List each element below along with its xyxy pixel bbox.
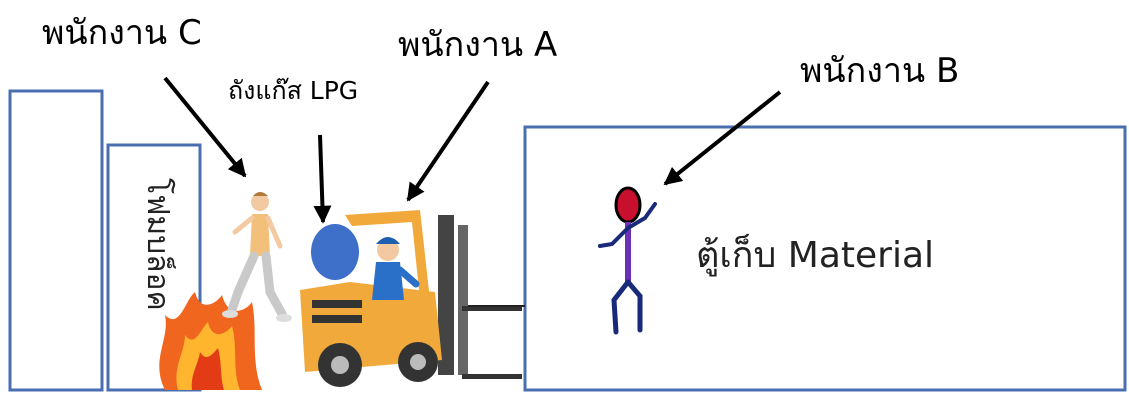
label-foam-block: โฟมบล็อค xyxy=(140,178,175,311)
worker-c-figure xyxy=(222,192,292,322)
lpg-tank xyxy=(311,224,359,280)
left-tall-block xyxy=(8,89,104,392)
label-worker-b: พนักงาน B xyxy=(800,51,960,91)
label-worker-a: พนักงาน A xyxy=(398,25,558,65)
label-lpg-tank: ถังแก๊ส LPG xyxy=(228,76,359,105)
arrow-worker-b xyxy=(663,90,782,186)
fire-icon xyxy=(159,292,262,390)
arrow-worker-a xyxy=(406,80,490,202)
arrow-lpg-tank xyxy=(313,134,332,224)
label-cabinet: ตู้เก็บ Material xyxy=(696,235,935,276)
forklift xyxy=(300,210,522,387)
label-worker-c: พนักงาน C xyxy=(42,13,202,53)
arrow-worker-c xyxy=(163,76,247,178)
worker-b-figure xyxy=(598,186,657,335)
